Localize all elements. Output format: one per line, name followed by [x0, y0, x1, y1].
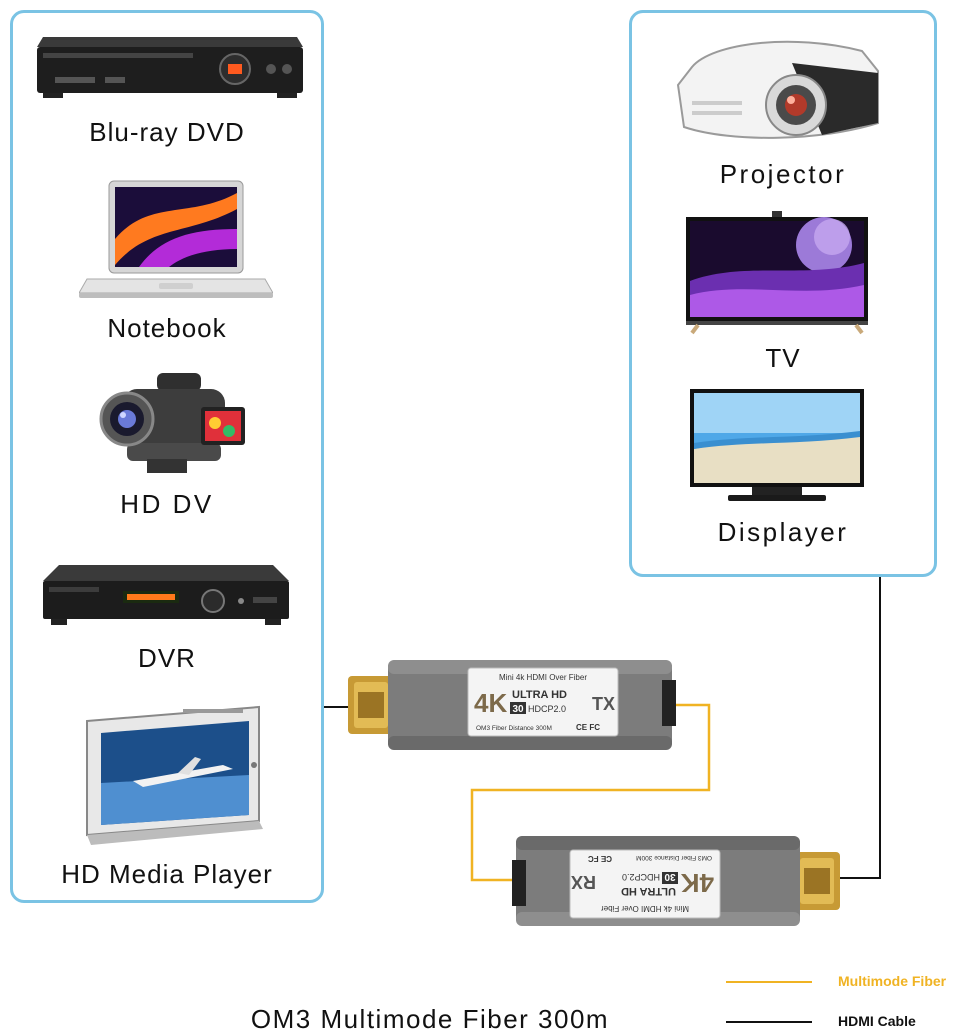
- source-label-hd-media-player: HD Media Player: [61, 859, 273, 889]
- rx-mode-label: RX: [571, 872, 596, 892]
- projector-icon: [676, 40, 879, 139]
- source-label-notebook: Notebook: [107, 313, 227, 343]
- display-label-projector: Projector: [719, 159, 847, 189]
- source-label-hd-dv: HD DV: [120, 489, 214, 519]
- rx-receiver-icon: Mini 4k HDMI Over Fiber 4K ULTRA HD 30 H…: [512, 836, 840, 926]
- rx-bottom-text: OM3 Fiber Distance 300M: [636, 854, 712, 861]
- tv-icon: [686, 211, 868, 335]
- rx-badge-hdcp: HDCP2.0: [622, 872, 660, 882]
- rx-badge-4k: 4K: [681, 868, 714, 898]
- rx-badge-ultra: ULTRA HD: [621, 885, 676, 897]
- display-label-tv: TV: [765, 343, 801, 373]
- notebook-laptop-icon: [79, 180, 273, 298]
- blu-ray-player-icon: [37, 37, 303, 98]
- diagram-title: OM3 Multimode Fiber 300m: [250, 1004, 610, 1034]
- source-devices-panel: Blu-ray DVD Notebook HD DV: [10, 10, 324, 903]
- source-label-dvr: DVR: [138, 643, 196, 673]
- legend-swatch-hdmi-cable: [726, 1021, 812, 1023]
- legend-label-multimode-fiber: Multimode Fiber: [838, 973, 947, 989]
- legend-label-hdmi-cable: HDMI Cable: [838, 1013, 916, 1029]
- tx-badge-4k: 4K: [474, 688, 507, 718]
- rx-cert-marks: CE FC: [588, 854, 612, 863]
- hd-dv-camcorder-icon: [99, 373, 245, 473]
- tx-mode-label: TX: [592, 694, 615, 714]
- hdmi-cable-display: [830, 577, 881, 879]
- rx-badge-30: 30: [664, 871, 676, 882]
- tx-top-text: Mini 4k HDMI Over Fiber: [499, 673, 587, 682]
- tx-badge-30: 30: [512, 704, 524, 715]
- rx-top-text: Mini 4k HDMI Over Fiber: [601, 904, 689, 913]
- hd-media-player-icon: [86, 705, 263, 845]
- tx-badge-ultra: ULTRA HD: [512, 689, 567, 701]
- tx-transmitter-icon: Mini 4k HDMI Over Fiber 4K ULTRA HD 30 H…: [348, 660, 676, 750]
- multimode-fiber: [470, 703, 711, 882]
- display-label-displayer: Displayer: [717, 517, 849, 547]
- dvr-recorder-icon: [43, 565, 289, 625]
- tx-badge-hdcp: HDCP2.0: [528, 704, 566, 714]
- displayer-monitor-icon: [690, 389, 864, 501]
- legend-swatch-multimode-fiber: [726, 981, 812, 983]
- display-devices-panel: Projector TV Displayer: [629, 10, 937, 577]
- tx-bottom-text: OM3 Fiber Distance 300M: [476, 725, 552, 732]
- tx-cert-marks: CE FC: [576, 723, 600, 732]
- source-label-blu-ray-dvd: Blu-ray DVD: [89, 117, 245, 147]
